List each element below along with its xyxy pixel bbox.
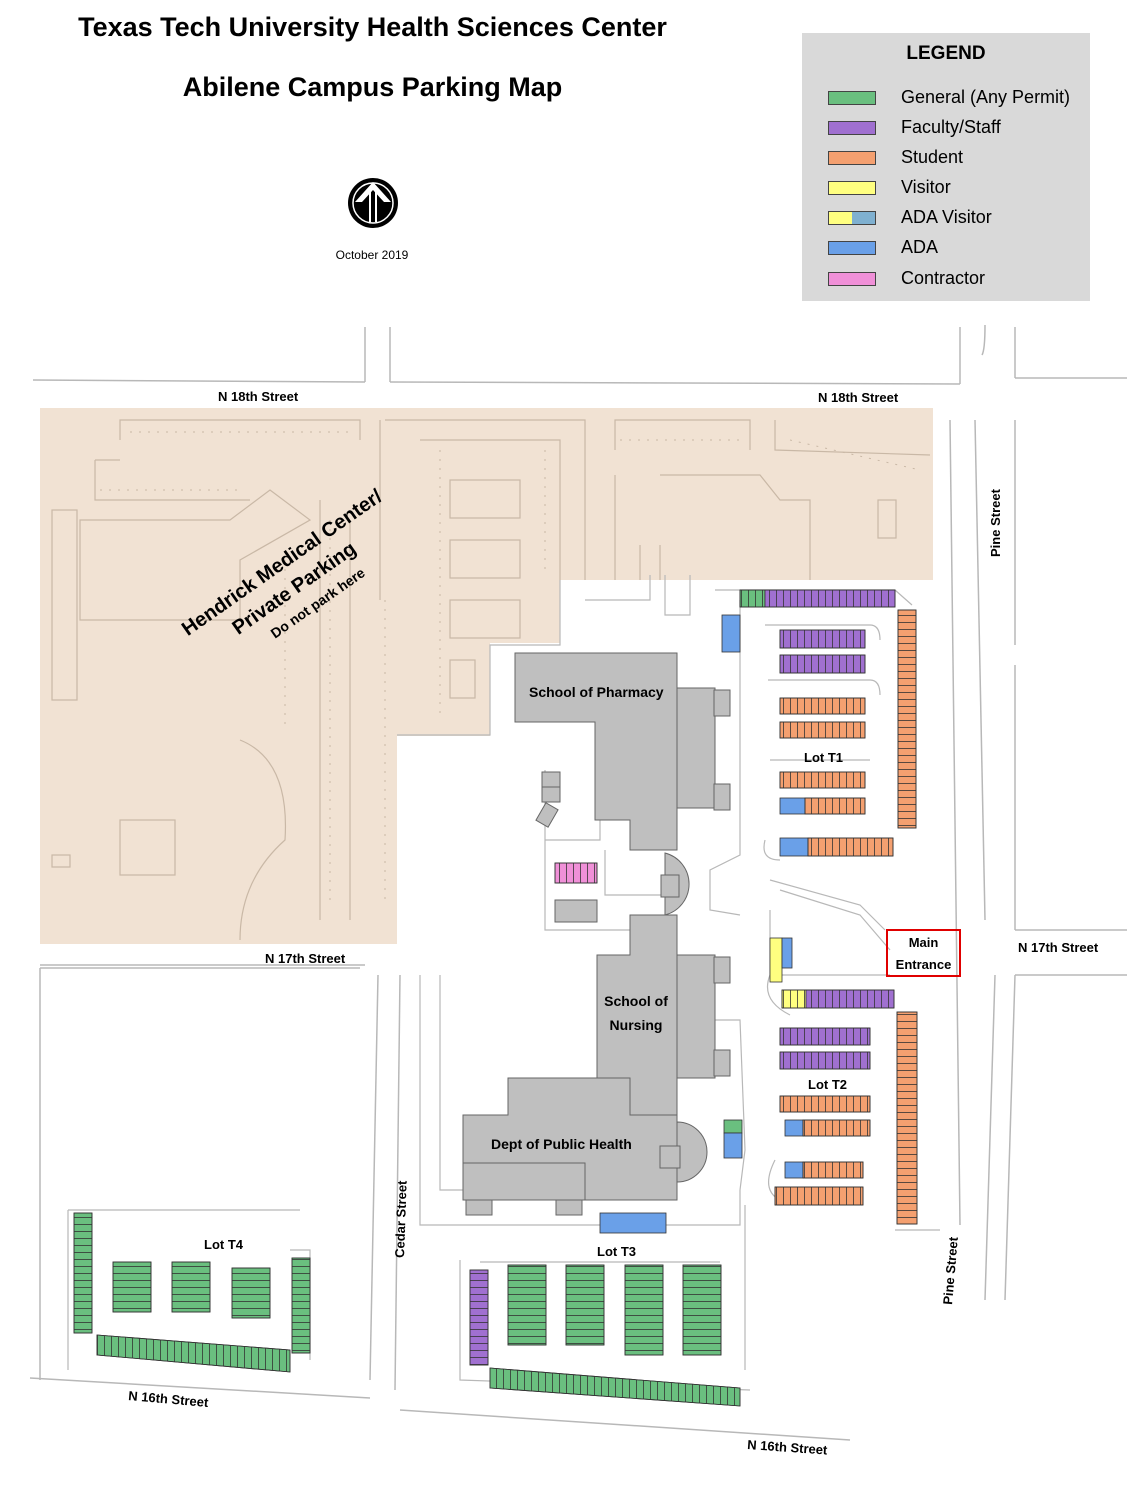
private-parking-area (40, 580, 560, 643)
private-parking-area (40, 408, 933, 580)
street-labels: N 18th Street N 18th Street N 17th Stree… (128, 389, 1099, 1458)
lot-label-t3: Lot T3 (597, 1244, 636, 1259)
map-subtitle: Abilene Campus Parking Map (182, 72, 563, 102)
legend-swatch-contractor (828, 272, 876, 286)
main-entrance-marker: Main Entrance (886, 929, 961, 977)
legend-item: Student (802, 147, 1090, 169)
street-label-cedar: Cedar Street (392, 1180, 410, 1258)
building-label-pharmacy: School of Pharmacy (529, 684, 664, 700)
street-lines (29, 324, 1127, 1441)
private-parking-area (40, 736, 397, 944)
building-label-nursing-1: School of (604, 993, 668, 1009)
legend-label: ADA Visitor (901, 207, 992, 227)
lot-t4 (73, 1212, 311, 1373)
legend-label: Student (901, 147, 964, 167)
main-entrance-label-1: Main (908, 935, 939, 950)
private-parking-area (40, 643, 490, 736)
lot-label-t1: Lot T1 (804, 750, 843, 765)
street-label-n18-right: N 18th Street (818, 390, 899, 405)
private-lot-outlines (51, 419, 931, 941)
legend-label: Contractor (901, 268, 986, 288)
legend-label: Faculty/Staff (901, 117, 1001, 137)
building-labels: School of Pharmacy School of Nursing Dep… (491, 684, 668, 1152)
legend-swatch-faculty (828, 121, 876, 135)
contractor-parking (554, 862, 598, 884)
street-label-n17-left: N 17th Street (265, 951, 346, 966)
main-entrance-label-2: Entrance (895, 957, 952, 972)
map-date: October 2019 (335, 248, 409, 262)
legend: LEGEND General (Any Permit) Faculty/Staf… (802, 33, 1090, 301)
lot-t1 (721, 589, 917, 857)
legend-item: ADA Visitor (802, 207, 1090, 229)
map-title: Texas Tech University Health Sciences Ce… (78, 12, 667, 42)
lot-label-t2: Lot T2 (808, 1077, 847, 1092)
building-label-nursing-2: Nursing (610, 1017, 663, 1033)
legend-label: General (Any Permit) (901, 87, 1071, 107)
legend-item: Faculty/Staff (802, 117, 1090, 139)
street-label-n16-right: N 16th Street (747, 1437, 829, 1458)
lot-labels: Lot T1 Lot T2 Lot T3 Lot T4 (204, 750, 847, 1259)
lot-t2 (723, 937, 918, 1225)
legend-item: General (Any Permit) (802, 87, 1090, 109)
private-stall-ticks (100, 431, 921, 900)
legend-label: ADA (901, 237, 939, 257)
street-label-pine-top: Pine Street (988, 488, 1003, 557)
legend-item: ADA (802, 237, 1090, 259)
street-label-n17-right: N 17th Street (1018, 940, 1099, 955)
legend-item: Contractor (802, 268, 1090, 290)
legend-swatch-general (828, 91, 876, 105)
legend-swatch-ada-visitor (828, 211, 876, 225)
lot-label-t4: Lot T4 (204, 1237, 244, 1252)
lot-t3 (469, 1212, 741, 1407)
legend-swatch-ada (828, 241, 876, 255)
street-label-n18-left: N 18th Street (218, 389, 299, 404)
legend-swatch-student (828, 151, 876, 165)
legend-title: LEGEND (906, 43, 986, 64)
building-label-public-health: Dept of Public Health (491, 1136, 632, 1152)
legend-swatch-visitor (828, 181, 876, 195)
street-label-pine-bottom: Pine Street (940, 1236, 961, 1306)
street-label-n16-left: N 16th Street (128, 1388, 210, 1410)
legend-label: Visitor (901, 177, 951, 197)
buildings (462, 652, 731, 1216)
legend-item: Visitor (802, 177, 1090, 199)
north-arrow-icon (348, 178, 398, 228)
